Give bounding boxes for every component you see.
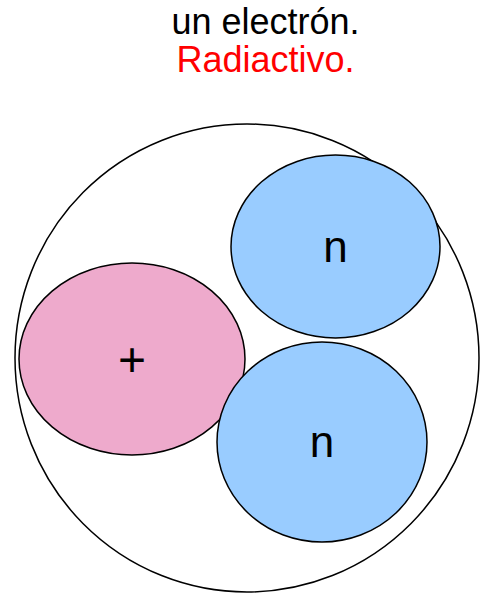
particle-symbol: +	[118, 332, 146, 387]
neutron-circle: n	[216, 341, 428, 543]
note-text: un electrón.	[0, 2, 481, 42]
neutron-circle: n	[230, 154, 441, 339]
particle-symbol: n	[323, 222, 347, 272]
nucleus-outline	[15, 124, 479, 592]
proton-circle: +	[18, 262, 246, 456]
note-text: Radiactivo.	[0, 40, 481, 80]
particle-symbol: n	[310, 417, 334, 467]
